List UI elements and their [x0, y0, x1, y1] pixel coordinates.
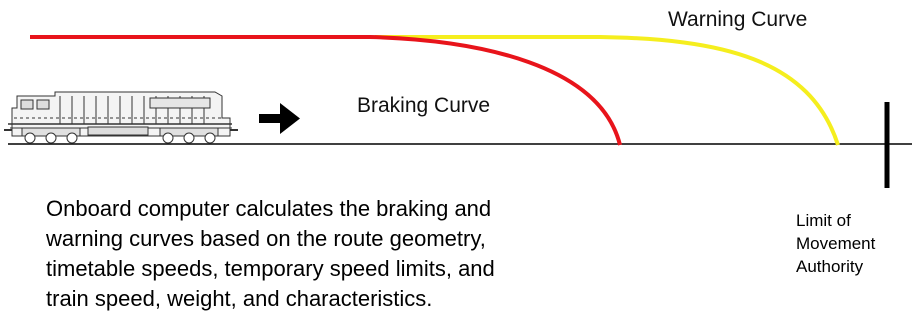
right-arrow-icon	[259, 103, 300, 134]
locomotive-icon	[4, 91, 238, 144]
caption: Onboard computer calculates the braking …	[46, 194, 646, 314]
caption-line: Onboard computer calculates the braking …	[46, 196, 492, 221]
caption-line: warning curves based on the route geomet…	[46, 226, 486, 251]
warning-curve-label: Warning Curve	[668, 8, 808, 31]
limit-label-line: Authority	[796, 257, 864, 276]
caption-line: train speed, weight, and characteristics…	[46, 286, 433, 311]
warning-curve	[375, 35, 840, 146]
limit-label-line: Limit of	[796, 211, 851, 230]
braking-curve-label: Braking Curve	[357, 94, 491, 117]
braking-curve	[30, 35, 622, 146]
limit-of-movement-authority-label: Limit of Movement Authority	[796, 209, 916, 278]
caption-line: timetable speeds, temporary speed limits…	[46, 256, 495, 281]
limit-label-line: Movement	[796, 234, 876, 253]
